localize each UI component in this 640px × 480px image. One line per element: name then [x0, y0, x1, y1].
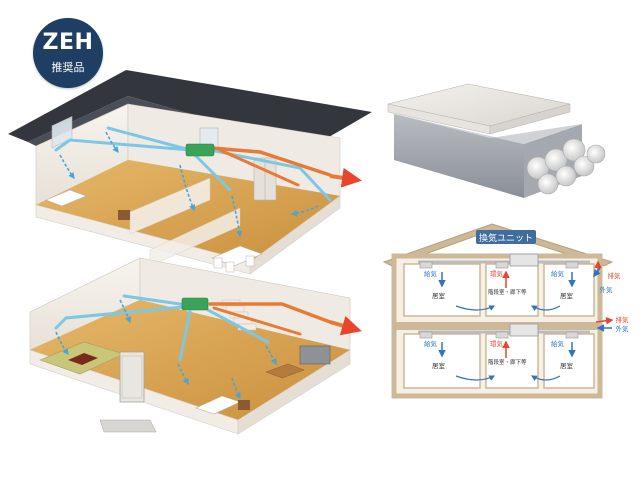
unit-label-box: [476, 230, 536, 244]
exhaust-label: 排気: [616, 315, 630, 324]
outside-lower: 排気 外気: [595, 315, 630, 333]
bed: [45, 189, 87, 207]
entrance-door: [119, 351, 145, 403]
room-flow-label: 給気: [424, 339, 438, 348]
badge-subtitle: 推奨品: [51, 61, 85, 74]
zeh-badge: ZEH 推奨品: [33, 18, 103, 88]
room-flow-label: 給気: [424, 269, 438, 278]
lower-vent-unit: [181, 297, 209, 311]
room-name-label: 居室: [432, 291, 446, 300]
upper-floor-cutaway: [8, 70, 372, 275]
duct-fitting-icon: [526, 138, 606, 195]
outside-air-label: 外気: [616, 324, 630, 333]
exhaust-label: 排気: [608, 271, 622, 280]
room-flow-label: 給気: [551, 269, 565, 278]
lower-floor-cutaway: [29, 257, 362, 435]
lower-exhaust-arrow: [329, 315, 362, 336]
room-name-label: 階段室・廊下等: [488, 288, 527, 296]
room-name-label: 居室: [560, 291, 574, 300]
unit-label: 換気ユニット: [479, 232, 533, 244]
ventilation-schematic: 換気ユニット 給気 居室 環気 階段室・廊下等 給気: [382, 223, 630, 399]
room-name-label: 居室: [432, 361, 446, 370]
dining-set: [211, 245, 263, 273]
room-flow-label: 環気: [490, 269, 504, 278]
schematic-lower-arrows: [438, 340, 576, 381]
lower-ducts: [54, 294, 332, 362]
room-name-label: 階段室・廊下等: [488, 358, 527, 366]
kitchen-counter: [299, 345, 331, 365]
badge-title: ZEH: [42, 30, 94, 55]
dining-table: [265, 363, 305, 379]
ventilation-unit-product: [387, 83, 606, 198]
outside-air-label: 外気: [600, 285, 614, 294]
upper-vent-unit: [185, 143, 215, 157]
room-flow-label: 環気: [490, 339, 504, 348]
upper-exhaust-arrow: [329, 167, 362, 188]
room-name-label: 居室: [560, 361, 574, 370]
lower-airflow-arrows: [55, 299, 277, 400]
room-flow-label: 給気: [551, 339, 565, 348]
upper-airflow-arrows: [59, 131, 319, 238]
upper-ducts: [54, 126, 332, 202]
low-table: [68, 353, 98, 365]
schematic-upper-arrows: [438, 270, 576, 311]
outside-upper: 排気 外気: [593, 260, 622, 294]
